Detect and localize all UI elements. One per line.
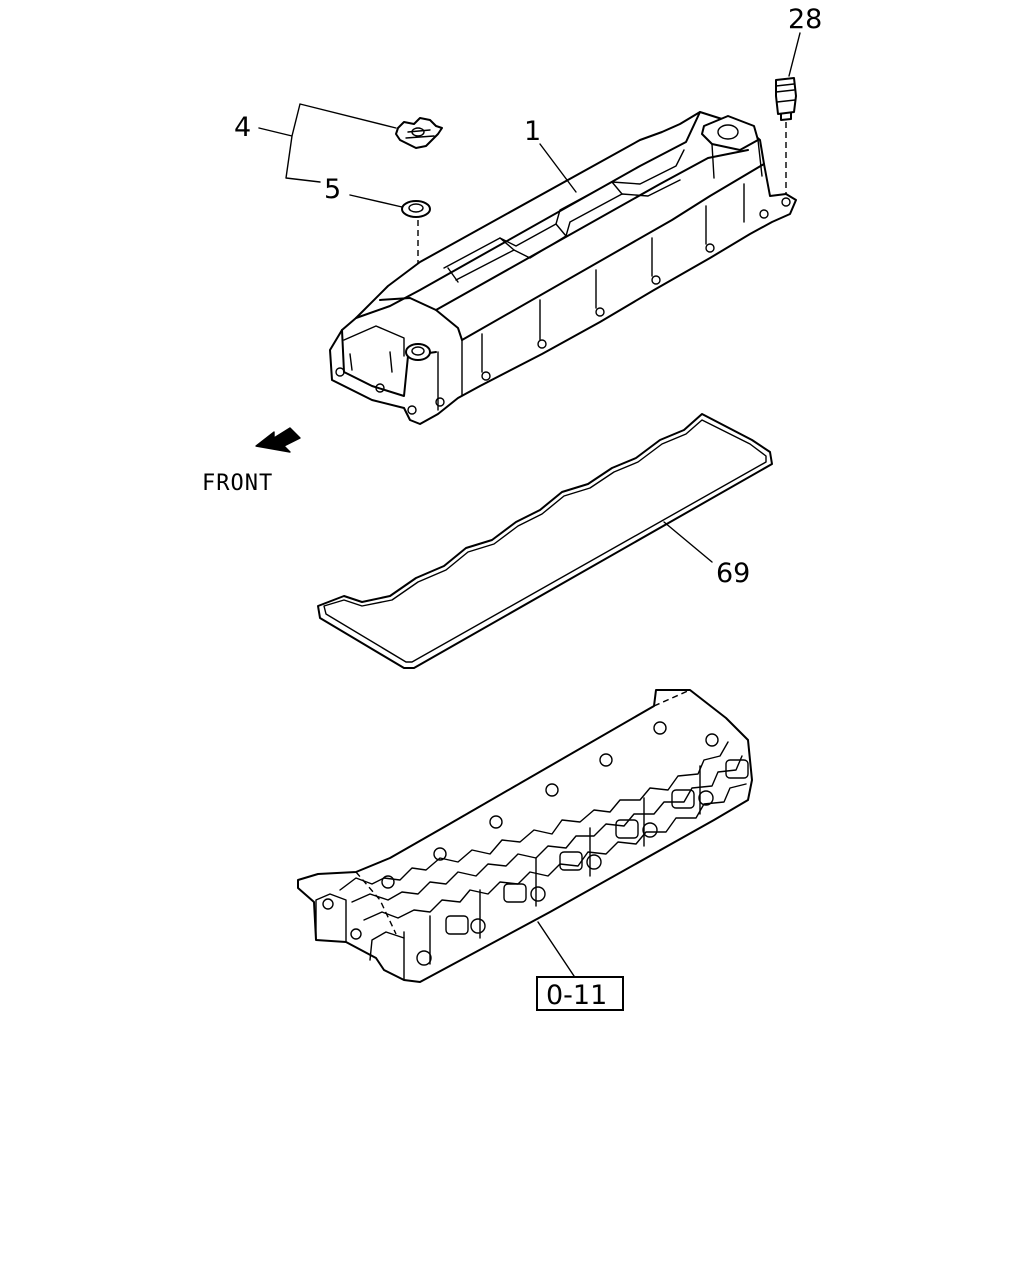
leader-5 [349,194,403,208]
front-arrow-icon [255,427,301,453]
cylinder-head[interactable] [297,689,753,983]
callout-1[interactable]: 1 [524,116,541,147]
callout-28[interactable]: 28 [788,4,822,35]
callout-69[interactable]: 69 [716,558,750,589]
leader-0-11 [537,921,575,977]
leader-28 [788,32,801,77]
head-ports [322,759,749,966]
cover-gasket[interactable] [317,413,773,669]
callout-4[interactable]: 4 [234,112,251,143]
cap-seal[interactable] [401,200,431,340]
head-bosses [381,721,719,889]
front-direction-label: FRONT [202,471,273,496]
breather-fitting[interactable] [775,77,797,200]
leader-1 [539,143,577,193]
leader-69 [663,521,713,563]
oil-filler-cap[interactable] [395,117,443,149]
valve-cover[interactable] [329,111,797,425]
leader-4 [258,103,397,183]
reference-box-label: 0-11 [546,980,607,1011]
callout-5[interactable]: 5 [324,174,341,205]
reference-box[interactable]: 0-11 [536,976,624,1011]
flange-bolt-holes [335,197,791,415]
